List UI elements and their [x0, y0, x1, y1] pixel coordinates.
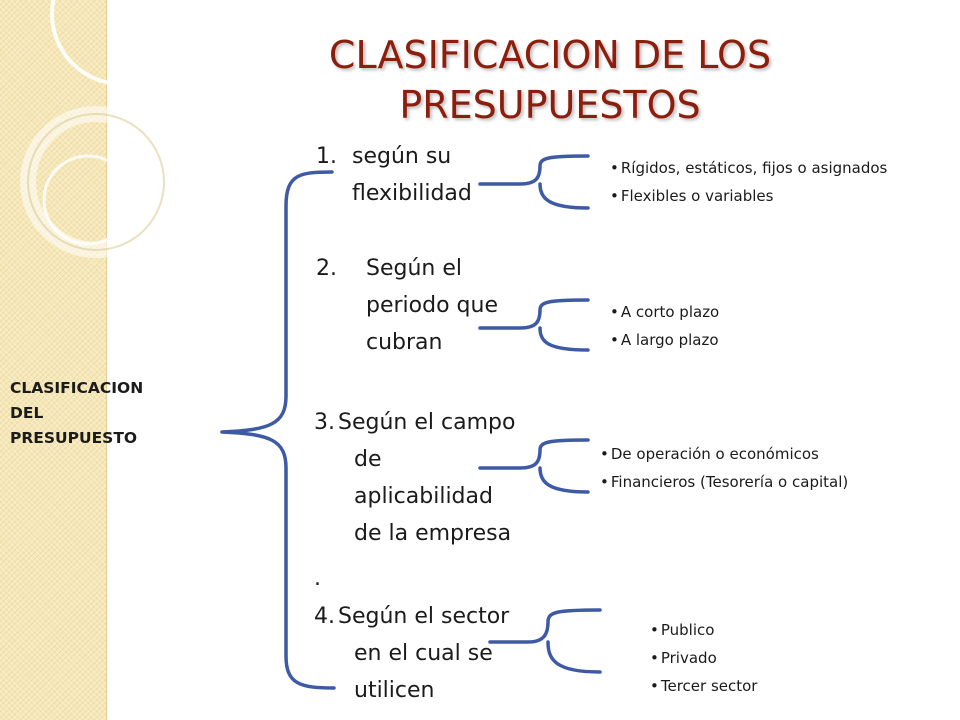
- category-4: 4. Según el sector en el cual se utilice…: [314, 598, 509, 709]
- category-2: 2. Según el periodo que cubran: [316, 250, 498, 361]
- page-title: CLASIFICACION DE LOS PRESUPUESTOS: [230, 30, 870, 130]
- list-item: A largo plazo: [610, 326, 719, 354]
- category-4-line-3: utilicen: [354, 678, 435, 703]
- decorative-circles: [20, 0, 170, 258]
- list-item: Privado: [650, 644, 757, 672]
- bracket-category-4: [488, 608, 602, 674]
- root-node-line-3: PRESUPUESTO: [10, 429, 138, 447]
- category-2-number: 2.: [316, 256, 337, 281]
- list-item: Rígidos, estáticos, fijos o asignados: [610, 154, 888, 182]
- list-item: A corto plazo: [610, 298, 719, 326]
- category-3-items: De operación o económicos Financieros (T…: [600, 440, 848, 496]
- category-4-line-2: en el cual se: [354, 641, 493, 666]
- root-node-line-1: CLASIFICACION: [10, 379, 144, 397]
- list-item: Financieros (Tesorería o capital): [600, 468, 848, 496]
- list-item: Tercer sector: [650, 672, 758, 700]
- category-4-number: 4.: [314, 604, 335, 629]
- category-1-line-2: flexibilidad: [352, 181, 472, 206]
- bracket-category-3: [478, 438, 590, 494]
- list-item: Flexibles o variables: [610, 182, 887, 210]
- bracket-category-2: [478, 298, 590, 352]
- category-1: 1. según su flexibilidad: [316, 138, 472, 212]
- page-title-line-2: PRESUPUESTOS: [399, 83, 701, 127]
- category-1-line-1: según su: [352, 144, 452, 169]
- list-item: De operación o económicos: [600, 440, 848, 468]
- root-node: CLASIFICACION DEL PRESUPUESTO: [10, 376, 240, 451]
- main-bracket: [220, 170, 336, 690]
- category-4-line-1: Según el sector: [338, 604, 510, 629]
- category-2-line-3: cubran: [366, 330, 443, 355]
- category-1-items: Rígidos, estáticos, fijos o asignados Fl…: [610, 154, 888, 210]
- category-3-line-1: Según el campo: [338, 410, 516, 435]
- category-3-line-3: aplicabilidad: [354, 484, 493, 509]
- category-2-items: A corto plazo A largo plazo: [610, 298, 719, 354]
- category-3-number: 3.: [314, 410, 335, 435]
- category-2-line-2: periodo que: [366, 293, 498, 318]
- list-item: Publico: [650, 616, 757, 644]
- category-4-items: Publico Privado Tercer sector: [650, 616, 758, 700]
- category-3-line-2: de: [354, 447, 382, 472]
- page-title-line-1: CLASIFICACION DE LOS: [328, 33, 772, 77]
- category-3-line-4: de la empresa: [354, 521, 512, 546]
- category-3: 3. Según el campo de aplicabilidad de la…: [314, 404, 515, 552]
- category-2-line-1: Según el: [366, 256, 462, 281]
- root-node-line-2: DEL: [10, 404, 44, 422]
- category-1-number: 1.: [316, 144, 337, 169]
- separator-dot: .: [314, 566, 321, 591]
- bracket-category-1: [478, 154, 590, 210]
